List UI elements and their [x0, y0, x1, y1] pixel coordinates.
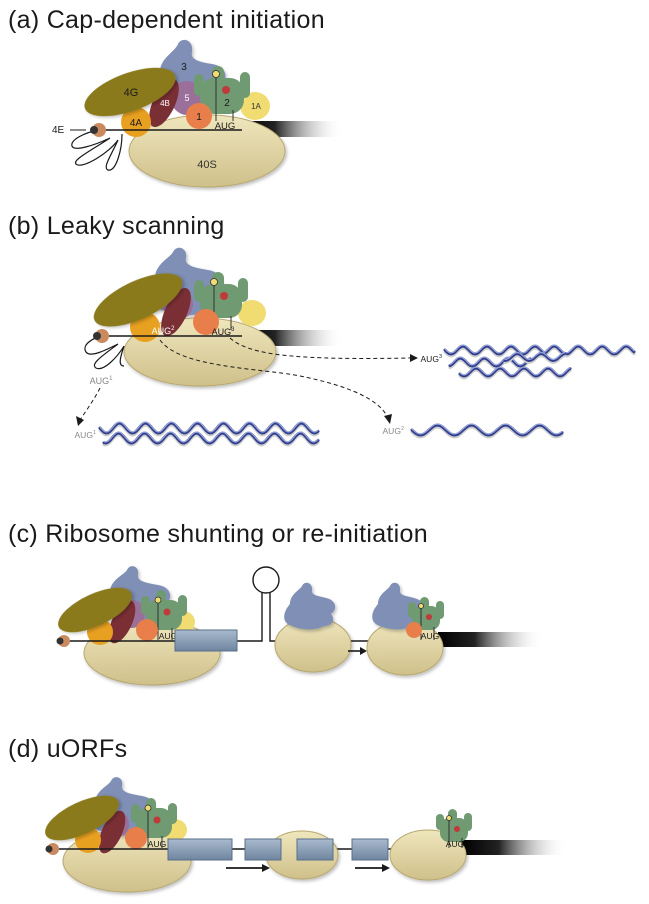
aug1-product-label: AUG1 [75, 430, 96, 440]
arrow-head [360, 647, 367, 655]
start-codon-aug: AUG [421, 631, 439, 641]
eif2-factor [194, 272, 248, 330]
eif1-factor [186, 103, 212, 129]
eif1-factor [193, 309, 219, 335]
eif3-factor [372, 582, 424, 630]
eif2-factor [408, 597, 444, 640]
factor-4g-label: 4G [124, 87, 139, 99]
arrow-to-aug3-product [229, 337, 411, 359]
protein-aug3-e-highlight [504, 351, 566, 361]
eif1a-factor [238, 300, 266, 326]
uorf-box-1 [167, 838, 233, 861]
five-prime-utr-structure [84, 335, 125, 370]
protein-aug2 [410, 423, 564, 437]
protein-aug1-a-highlight [99, 421, 319, 433]
eif3-factor [284, 582, 336, 630]
factor-4e-label: 4E [52, 125, 65, 136]
protein-aug3-b-highlight [539, 344, 635, 354]
arrow-to-aug2-product [159, 339, 389, 419]
panel-c-title: (c) Ribosome shunting or re-initiation [8, 520, 428, 548]
eif4b-factor [108, 600, 136, 644]
eif1-factor [125, 827, 147, 849]
factor-1-label: 1 [196, 112, 202, 123]
mrna-coding-tail [462, 840, 567, 855]
eif1a-factor [240, 92, 270, 120]
protein-aug3-a [443, 344, 547, 356]
ribosome-40s-reinitiating [389, 829, 467, 881]
arrow-head [382, 864, 390, 872]
eif4g-factor [84, 67, 176, 117]
protein-aug3-c-highlight [449, 356, 531, 366]
factor-4b-label: 4B [160, 99, 170, 108]
mrna-cap [45, 845, 53, 853]
uorf-box-4 [351, 838, 389, 861]
start-codon-aug: AUG [215, 121, 236, 132]
eif4b-factor [98, 810, 126, 854]
arrow-head [410, 354, 418, 362]
eif2-factor [194, 66, 250, 121]
protein-aug3-d-highlight [459, 366, 571, 376]
eif1-factor [136, 619, 158, 641]
protein-aug2-highlight [411, 423, 563, 435]
eif2-factor [131, 798, 177, 848]
aug2-label: AUG2 [152, 326, 176, 336]
five-prime-utr-structure [71, 129, 123, 171]
arrow-to-aug1-product [79, 387, 101, 421]
mrna-coding-tail [438, 632, 543, 647]
aug2-product-label: AUG2 [383, 426, 404, 436]
protein-aug3-e [503, 351, 567, 363]
protein-aug1-b-highlight [103, 431, 319, 443]
panel-c-diagram: AUG AUG [56, 566, 543, 686]
protein-aug3-b-shadow [538, 346, 636, 358]
eif1-factor [406, 622, 422, 638]
protein-aug3-b [538, 344, 636, 356]
protein-aug3-a-highlight [444, 344, 546, 354]
panel-d-title: (d) uORFs [8, 735, 128, 763]
protein-aug3-d [458, 366, 572, 378]
aug3-product-label: AUG3 [421, 354, 442, 364]
arrow-head [262, 864, 270, 872]
factor-1a-label: 1A [251, 102, 261, 111]
start-codon-aug: AUG [159, 631, 177, 641]
panel-a-title: (a) Cap-dependent initiation [8, 6, 325, 34]
aug3-label: AUG3 [212, 327, 236, 337]
protein-aug1-b [102, 431, 320, 445]
aug1-label: AUG1 [90, 376, 114, 386]
start-codon-aug: AUG [446, 839, 464, 849]
factor-4a-label: 4A [130, 118, 143, 129]
panel-d-diagram: AUG AUG [45, 777, 567, 893]
factor-5-label: 5 [184, 93, 189, 103]
uorf-box-3 [296, 838, 334, 861]
factor-3-label: 3 [181, 62, 187, 73]
eif4b-factor [161, 287, 191, 337]
arrow-head [76, 416, 84, 426]
mrna-cap [93, 332, 101, 340]
protein-products [98, 344, 636, 447]
uorf-box [174, 629, 238, 652]
eif4g-factor [58, 587, 132, 633]
eif4g-factor [45, 795, 119, 841]
panel-b-title: (b) Leaky scanning [8, 212, 225, 240]
panel-a-diagram: 40S 3 5 1A 2 1 [52, 39, 343, 188]
mrna-hairpin-loop [252, 566, 280, 594]
factor-2-label: 2 [224, 98, 230, 109]
eif4g-factor [93, 273, 183, 327]
protein-aug3-c [448, 356, 532, 368]
arrow-head [384, 414, 392, 424]
eif2-factor [436, 809, 472, 848]
mrna-cap [56, 637, 64, 645]
eif4b-factor [149, 78, 179, 128]
protein-aug1-a [98, 421, 320, 435]
panel-b-diagram: AUG3 AUG2 AUG1 AUG3 AUG2 AUG1 [75, 247, 636, 447]
protein-aug2-shadow [410, 425, 564, 439]
uorf-box-2 [244, 838, 282, 861]
mrna-cap [90, 126, 98, 134]
ribosome-40s-label: 40S [197, 159, 217, 171]
start-codon-aug: AUG [148, 839, 166, 849]
